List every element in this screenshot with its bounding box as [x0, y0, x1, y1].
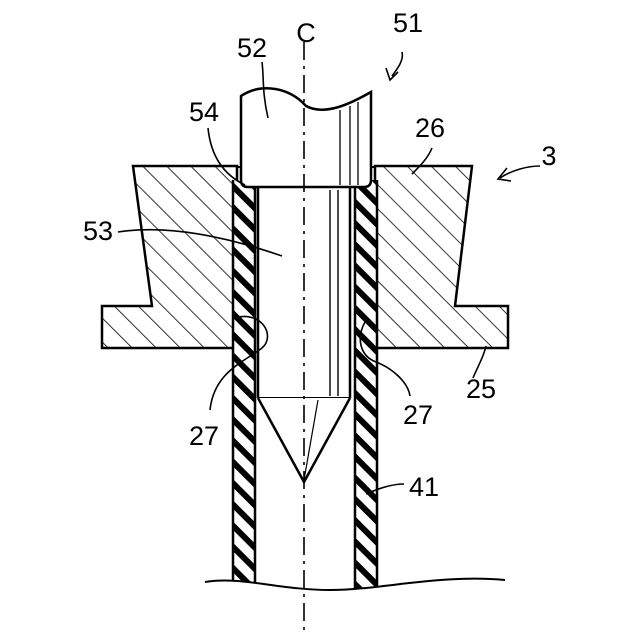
label-27-right: 27: [403, 400, 433, 430]
label-25: 25: [466, 374, 496, 404]
leader-3: [500, 166, 540, 178]
label-53: 53: [83, 216, 113, 246]
label-54: 54: [189, 97, 219, 127]
label-41: 41: [409, 472, 439, 502]
tube-wall-right-hatch: [355, 180, 377, 610]
flange-block: [102, 166, 508, 348]
label-axis-c: C: [296, 18, 316, 48]
flange-block-left: [102, 166, 237, 348]
label-26: 26: [415, 113, 445, 143]
label-27-left: 27: [189, 421, 219, 451]
flange-block-right: [375, 166, 508, 348]
needle-head: [237, 88, 375, 187]
label-51: 51: [393, 8, 423, 38]
label-52: 52: [237, 33, 267, 63]
needle-shaft: [258, 185, 350, 482]
tube: [233, 180, 377, 610]
label-3: 3: [541, 141, 556, 171]
needle-head-body: [241, 88, 371, 187]
